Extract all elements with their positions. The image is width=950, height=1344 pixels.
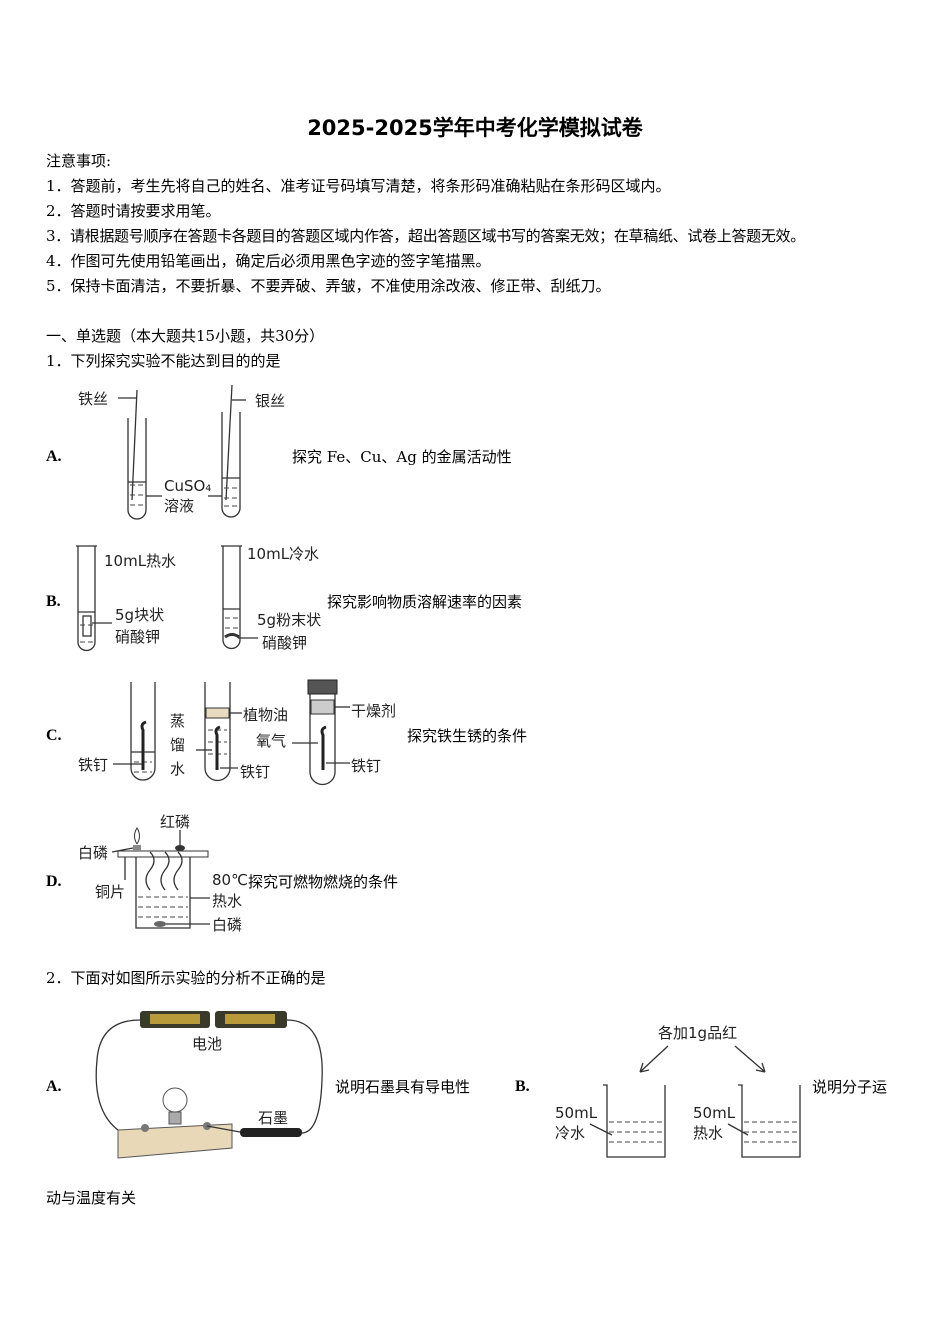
figure-q2-b: 各加1g品红 50mL 冷水 50mL 热水	[555, 1024, 801, 1158]
label-lump: 5g块状	[115, 606, 164, 624]
question-2-stem: 2．下面对如图所示实验的分析不正确的是	[46, 969, 326, 987]
label-iron-wire: 铁丝	[78, 390, 108, 408]
label-distilled-water: 蒸	[170, 712, 185, 730]
figure-q1-c: 铁钉 蒸 馏 水 植物油 铁钉 干燥剂 氧气 铁钉	[78, 679, 396, 786]
notice-item: 5．保持卡面清洁，不要折暴、不要弄破、弄皱，不准使用涂改液、修正带、刮纸刀。	[46, 277, 611, 295]
label-red-phosphorus: 红磷	[160, 813, 190, 831]
figure-q1-d: 红磷 白磷 铜片 80℃ 热水 白磷	[78, 813, 248, 934]
figure-q2-a: 电池 石墨	[95, 1011, 323, 1159]
label-volume: 50mL	[693, 1104, 736, 1122]
label-solution: 溶液	[164, 497, 194, 515]
label-battery: 电池	[192, 1035, 222, 1053]
q1-option-b-desc: 探究影响物质溶解速率的因素	[327, 593, 523, 611]
q1-option-c-desc: 探究铁生锈的条件	[407, 727, 528, 745]
label-white-phosphorus: 白磷	[212, 916, 242, 934]
label-oxygen: 氧气	[256, 732, 286, 750]
label-silver-wire: 银丝	[255, 392, 285, 410]
label-plant-oil: 植物油	[243, 706, 288, 724]
label-hot-water: 热水	[693, 1124, 723, 1142]
label-volume: 50mL	[555, 1104, 598, 1122]
section-heading: 一、单选题（本大题共15小题，共30分）	[46, 327, 325, 345]
notice-item: 3．请根据题号顺序在答题卡各题目的答题区域内作答，超出答题区域书写的答案无效；在…	[46, 227, 805, 245]
q1-option-c-label: C.	[46, 727, 62, 744]
label-nail: 铁钉	[351, 757, 381, 775]
label-desiccant: 干燥剂	[351, 702, 396, 720]
q1-option-a-label: A.	[46, 448, 62, 465]
page-title: 2025-2025学年中考化学模拟试卷	[307, 116, 643, 140]
q2-option-a-label: A.	[46, 1078, 62, 1095]
q2-option-a-desc: 说明石墨具有导电性	[335, 1078, 471, 1096]
label-white-phosphorus: 白磷	[78, 844, 108, 862]
label-nail: 铁钉	[78, 756, 108, 774]
q2-option-b-desc: 说明分子运	[812, 1078, 888, 1096]
figure-q1-b: 10mL热水 5g块状 硝酸钾 10mL冷水 5g粉末状 硝酸钾	[76, 545, 321, 652]
label-hot-water: 10mL热水	[104, 552, 176, 570]
q1-option-b-label: B.	[46, 593, 61, 610]
label-add-dye: 各加1g品红	[658, 1024, 737, 1042]
q2-option-b-label: B.	[515, 1078, 530, 1095]
label-graphite: 石墨	[258, 1109, 288, 1127]
label-copper-sheet: 铜片	[95, 883, 125, 901]
question-1-stem: 1．下列探究实验不能达到目的的是	[46, 352, 281, 370]
label-distilled-water: 馏	[170, 736, 185, 754]
notice-heading: 注意事项:	[46, 152, 112, 170]
label-temperature: 80℃	[212, 871, 248, 889]
label-nail: 铁钉	[240, 763, 270, 781]
notice-item: 2．答题时请按要求用笔。	[46, 202, 221, 220]
label-kno3: 硝酸钾	[115, 628, 160, 646]
q1-option-a-desc: 探究 Fe、Cu、Ag 的金属活动性	[292, 448, 512, 466]
figure-q1-a: 铁丝 银丝 CuSO₄ 溶液	[78, 384, 285, 520]
label-cuso4: CuSO₄	[164, 477, 211, 495]
q2-continuation: 动与温度有关	[46, 1189, 137, 1207]
q1-option-d-label: D.	[46, 873, 62, 890]
q1-option-d-desc: 探究可燃物燃烧的条件	[248, 873, 399, 891]
label-cold-water: 冷水	[555, 1124, 585, 1142]
notice-item: 4．作图可先使用铅笔画出，确定后必须用黑色字迹的签字笔描黑。	[46, 252, 491, 270]
label-powder: 5g粉末状	[257, 611, 321, 629]
label-distilled-water: 水	[170, 760, 185, 778]
label-cold-water: 10mL冷水	[247, 545, 319, 563]
notice-item: 1．答题前，考生先将自己的姓名、准考证号码填写清楚，将条形码准确粘贴在条形码区域…	[46, 177, 671, 195]
label-hot-water: 热水	[212, 892, 242, 910]
label-kno3: 硝酸钾	[262, 634, 307, 652]
